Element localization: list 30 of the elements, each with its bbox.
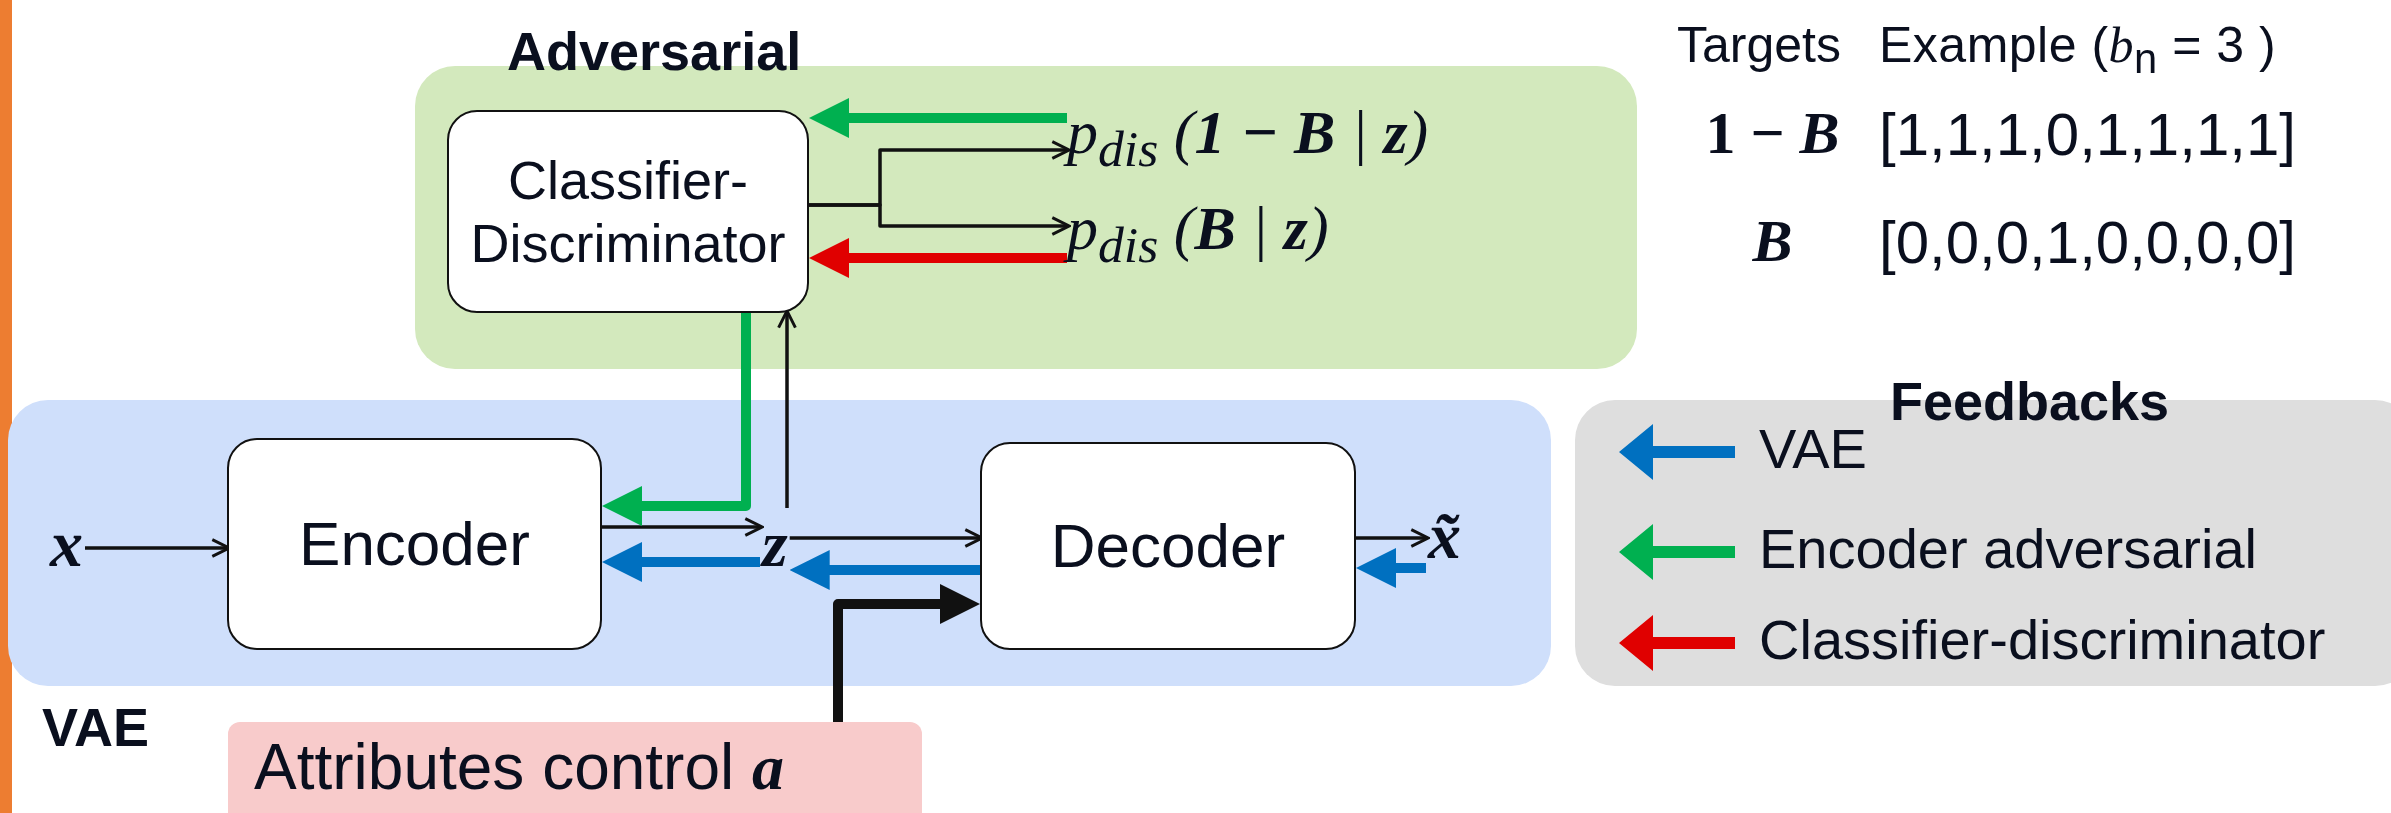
arrow <box>833 584 980 722</box>
legend-text: VAE <box>1759 418 1867 480</box>
target-label: 1 − B <box>1704 100 1841 166</box>
column-header: Targets <box>1677 18 1841 73</box>
variable-label: x̃ <box>1426 500 1463 573</box>
feedback-arrow <box>602 313 751 526</box>
feedback-arrow <box>809 238 1067 278</box>
feedback-arrow <box>789 550 980 590</box>
process-box: Encoder <box>227 438 602 650</box>
input-box: Attributes control a <box>228 722 922 813</box>
example-vector: [0,0,0,1,0,0,0,0] <box>1879 210 2296 276</box>
arrow <box>602 517 764 537</box>
variable-label: x <box>48 508 85 581</box>
feedback-arrow <box>809 98 1067 138</box>
arrow <box>777 309 797 508</box>
variable-label: z <box>760 508 790 581</box>
legend-text: Classifier-discriminator <box>1759 609 2326 671</box>
target-label: B <box>1751 208 1794 274</box>
legend-title: Feedbacks <box>1890 372 2170 432</box>
arrow <box>809 203 1071 236</box>
panel-heading: VAE <box>42 696 150 758</box>
arrow <box>1356 528 1430 548</box>
feedback-arrow <box>1356 548 1426 588</box>
example-vector: [1,1,1,0,1,1,1,1] <box>1879 102 2296 168</box>
panel-heading: Adversarial <box>507 20 802 82</box>
legend-text: Encoder adversarial <box>1759 518 2258 580</box>
column-header: Example (b$_{n}$ = 3 ) <box>1879 18 2277 82</box>
feedback-arrow <box>602 542 760 582</box>
process-box: Decoder <box>980 442 1356 650</box>
process-box: Classifier-Discriminator <box>447 110 809 313</box>
